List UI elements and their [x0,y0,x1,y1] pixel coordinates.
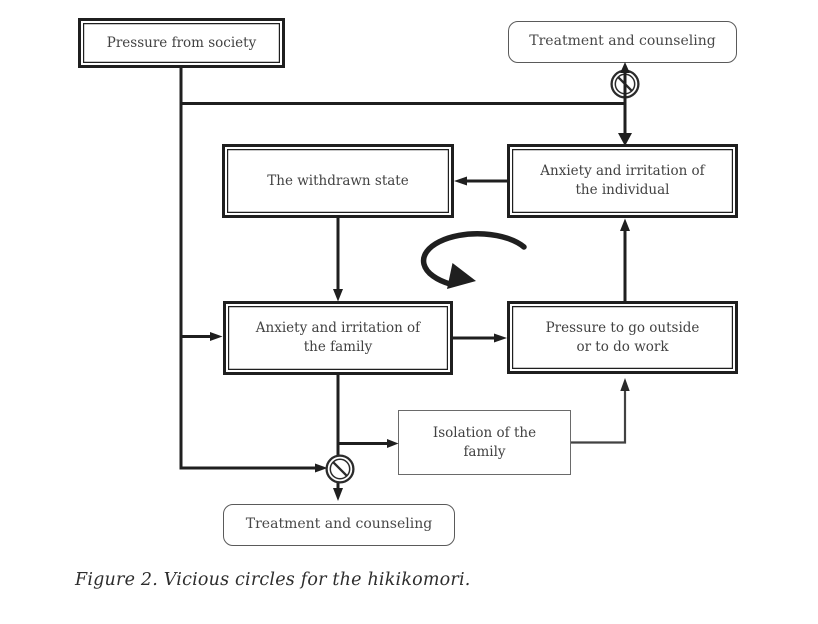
connector-family-to-isolation [338,439,399,448]
cycle-arrow-icon [420,231,527,289]
connector-society-to-treatment-bottom [179,463,328,473]
connector-family-to-pressure [453,333,507,343]
connector-society-to-individual [179,102,632,146]
node-label: The withdrawn state [267,172,409,189]
node-label: Treatment and counseling [529,33,716,50]
node-treatment-counseling-bottom: Treatment and counseling [223,504,455,546]
node-label: Treatment and counseling [245,516,433,533]
no-entry-icon [325,454,355,484]
connector-individual-to-withdrawn [454,176,508,186]
connector-isolation-to-pressure [571,378,630,444]
node-pressure-go-outside: Pressure to go outside or to do work [507,301,738,374]
node-withdrawn-state: The withdrawn state [222,144,454,218]
node-label: Anxiety and irritation of the individual [540,163,705,198]
node-label: Pressure to go outside or to do work [545,319,700,355]
node-treatment-counseling-top: Treatment and counseling [508,21,737,63]
figure-caption: Figure 2. Vicious circles for the hikiko… [75,570,471,590]
connector-society-to-family [181,332,223,341]
connector-family-to-treatment-bottom [333,374,343,501]
node-isolation-family: Isolation of the family [398,410,571,475]
node-label: Pressure from society [106,34,257,51]
node-pressure-from-society: Pressure from society [78,18,285,68]
node-label: Anxiety and irritation of the family [255,320,421,355]
connector-pressure-to-individual [620,218,630,303]
no-entry-icon [610,62,640,104]
node-anxiety-family: Anxiety and irritation of the family [223,301,453,375]
node-anxiety-individual: Anxiety and irritation of the individual [507,144,738,218]
node-label: Isolation of the family [432,424,537,460]
connector-withdrawn-to-family [333,217,343,302]
